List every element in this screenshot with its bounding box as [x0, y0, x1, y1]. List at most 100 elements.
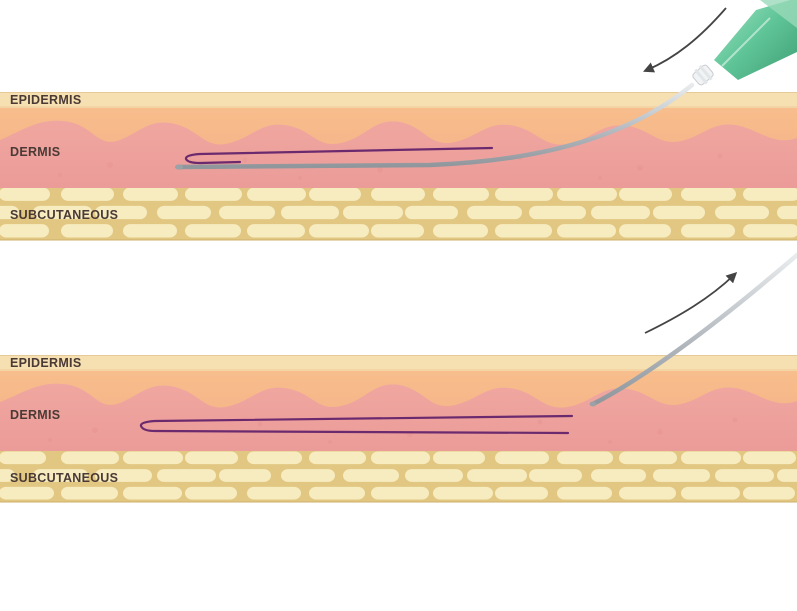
fat-cell [219, 469, 271, 482]
fat-cell [557, 486, 612, 500]
fat-cell [95, 205, 147, 220]
fat-cell [495, 224, 552, 238]
epidermis-layer [0, 92, 797, 108]
fat-cell [157, 205, 211, 220]
fat-cell [433, 451, 485, 465]
pdo-thread-icon [139, 414, 574, 435]
needle-icon [590, 252, 797, 407]
fat-cell [743, 187, 797, 201]
fat-cell [219, 205, 275, 220]
fat-cell [371, 187, 425, 201]
fat-cell [0, 187, 50, 201]
subcutaneous-label: SUBCUTANEOUS [10, 471, 119, 485]
fat-cell [495, 451, 549, 465]
fat-cell [467, 469, 527, 482]
fat-cell [467, 205, 522, 220]
fat-cell [247, 486, 301, 500]
epidermis-layer [0, 355, 797, 371]
fat-cell [0, 486, 54, 500]
fat-cell [405, 205, 458, 220]
fat-cell [681, 486, 740, 500]
fat-cell [715, 205, 769, 220]
fat-cell [591, 205, 650, 220]
fat-cell [371, 486, 429, 500]
needle-icon [175, 82, 695, 170]
epidermis-label: EPIDERMIS [10, 93, 82, 107]
fat-cell [61, 187, 114, 201]
fat-cell [0, 469, 15, 482]
fat-cell [777, 469, 797, 482]
fat-cell [433, 187, 489, 201]
fat-cell [433, 224, 488, 238]
fat-cell [557, 224, 616, 238]
fat-cell [61, 224, 113, 238]
fat-cell [33, 205, 92, 220]
fat-cell [529, 205, 586, 220]
subcutaneous-layer [0, 185, 797, 241]
fat-cell [343, 205, 403, 220]
syringe-hub-icon [692, 0, 797, 86]
fat-cell [157, 469, 216, 482]
fat-cell [619, 486, 676, 500]
fat-cell [185, 451, 238, 465]
fat-cell [743, 224, 797, 238]
fat-cell [309, 224, 369, 238]
subcutaneous-label: SUBCUTANEOUS [10, 208, 119, 222]
pdo-thread-icon [184, 146, 494, 165]
fat-cell [247, 224, 305, 238]
fat-cell [185, 187, 242, 201]
fat-cell [185, 224, 241, 238]
dermis-label: DERMIS [10, 408, 61, 422]
fat-cell [405, 469, 463, 482]
fat-cell [777, 205, 797, 220]
fat-cell [371, 451, 430, 465]
fat-cell [123, 451, 183, 465]
fat-cell [185, 486, 237, 500]
fat-cell [681, 187, 736, 201]
panel-insertion [0, 0, 797, 241]
fat-cell [281, 469, 335, 482]
fat-cell [123, 187, 178, 201]
epidermis-label: EPIDERMIS [10, 356, 82, 370]
fat-cell [681, 224, 735, 238]
fat-cell [529, 469, 582, 482]
fat-cell [247, 187, 306, 201]
direction-arrow-icon [643, 7, 727, 73]
dermis-spots [58, 153, 723, 180]
dermis-label: DERMIS [10, 145, 61, 159]
dermis-spots [48, 417, 738, 444]
fat-cell [557, 187, 617, 201]
fat-cell [0, 224, 49, 238]
fat-cell [0, 451, 46, 465]
fat-cell [343, 469, 399, 482]
fat-cell [433, 486, 493, 500]
fat-cell [309, 486, 365, 500]
fat-cell [33, 469, 88, 482]
fat-cell [653, 205, 705, 220]
fat-cell [557, 451, 613, 465]
fat-cell [247, 451, 302, 465]
fat-cell [281, 205, 339, 220]
fat-cell [743, 451, 796, 465]
fat-cell [591, 469, 646, 482]
fat-cell [123, 486, 182, 500]
fat-cell [619, 187, 672, 201]
fat-cell [653, 469, 710, 482]
direction-arrow-icon [644, 272, 738, 334]
fat-cell [495, 187, 553, 201]
fat-cell [309, 187, 361, 201]
fat-cell [0, 205, 19, 220]
fat-cell [619, 451, 677, 465]
fat-cell [61, 451, 119, 465]
fat-cell [371, 224, 424, 238]
panel-withdrawal [0, 252, 797, 503]
fat-cell [61, 486, 118, 500]
subcutaneous-layer [0, 449, 797, 503]
fat-cell [123, 224, 177, 238]
fat-cell [309, 451, 366, 465]
fat-cell [715, 469, 774, 482]
fat-cell [743, 486, 795, 500]
fat-cell [495, 486, 548, 500]
fat-cell [95, 469, 152, 482]
